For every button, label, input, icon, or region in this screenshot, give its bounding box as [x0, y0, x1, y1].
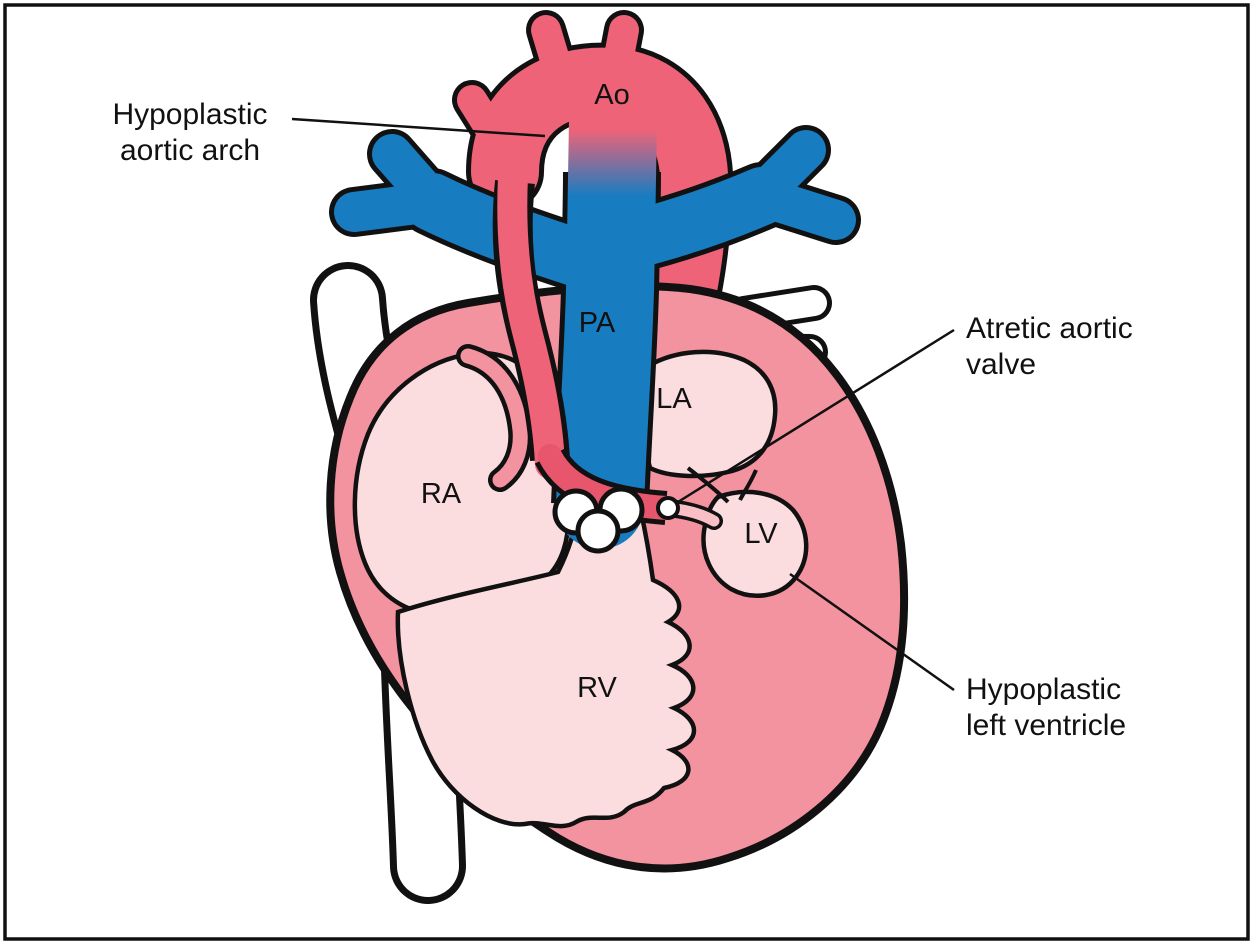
pulmonary-artery [329, 76, 861, 549]
atrium-fold-fill [460, 348, 528, 488]
label-left-atrium: LA [656, 383, 692, 415]
leader-atretic-valve [677, 328, 955, 504]
leader-aortic-arch [291, 117, 546, 138]
label-right-ventricle: RV [577, 672, 617, 704]
aortic-arch [452, 10, 734, 354]
annotation-aortic-arch-line2: aortic arch [120, 134, 260, 167]
aortic-root [534, 444, 678, 525]
annotation-aortic-arch-line1: Hypoplastic [112, 98, 267, 131]
label-right-atrium: RA [421, 478, 462, 510]
annotation-atretic-valve-line1: Atretic aortic [966, 312, 1133, 345]
right-atrium-fold [456, 344, 533, 492]
annotation-hypoplastic-lv-line1: Hypoplastic [966, 673, 1121, 706]
ascending-aorta-fill [497, 133, 565, 479]
mitral-leaflet-line [738, 469, 758, 501]
pulmonary-valve [552, 486, 645, 554]
left-ventricle-chamber [701, 489, 809, 598]
label-pulmonary-artery: PA [579, 307, 616, 339]
pulmonary-valve-cusp [575, 508, 621, 554]
label-aorta: Ao [594, 79, 629, 111]
mitral-leaflet-line [686, 466, 730, 504]
ascending-aorta [492, 133, 570, 479]
aortic-root-fill [538, 444, 678, 520]
leader-lines [291, 117, 955, 692]
figure-border [3, 3, 1250, 941]
mitral-valve-detail [686, 466, 758, 504]
label-left-ventricle: LV [744, 518, 778, 550]
annotation-atretic-valve-line2: valve [966, 348, 1036, 381]
annotation-hypoplastic-lv-line2: left ventricle [966, 709, 1126, 742]
atretic-aortic-valve-dot [656, 496, 680, 520]
pulmonary-trunk-fill [556, 76, 657, 549]
labels: Hypoplastic aortic arch Ao PA LA RA LV R… [112, 79, 1132, 742]
leader-left-ventricle [789, 572, 955, 692]
